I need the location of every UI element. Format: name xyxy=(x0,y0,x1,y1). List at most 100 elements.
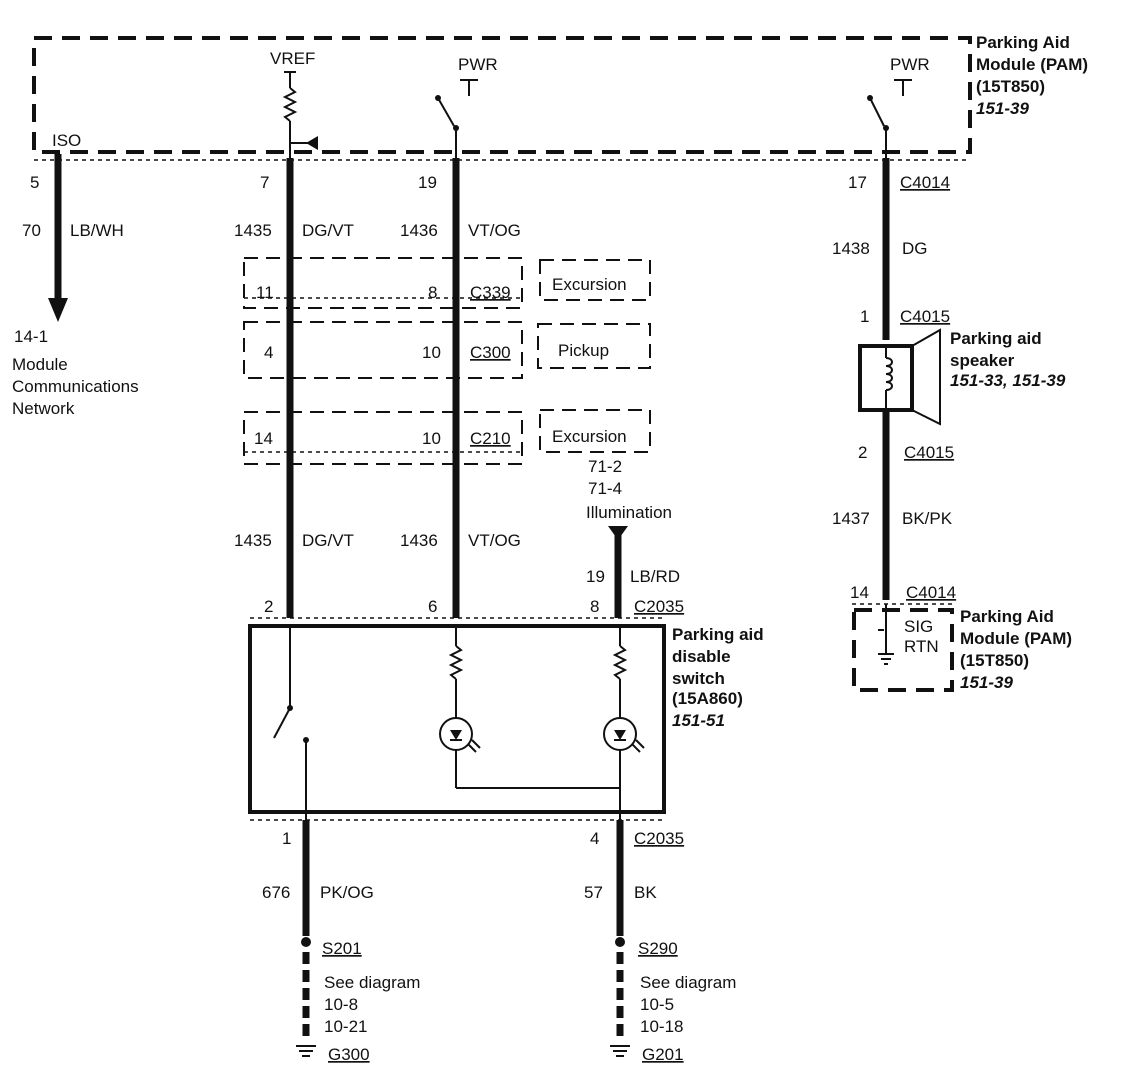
pam-module-bottom: 14 C4014 SIG RTN Parking Aid Module (PAM… xyxy=(850,583,1072,692)
speaker-pin-1: 1 xyxy=(860,307,869,326)
switch-pin-2: 2 xyxy=(264,597,273,616)
pam-bottom-connector: C4014 xyxy=(906,583,956,602)
iso-label: ISO xyxy=(52,131,81,150)
left-ref-2: 10-21 xyxy=(324,1017,367,1036)
c339-label: Excursion xyxy=(552,275,627,294)
switch-pin-8: 8 xyxy=(590,597,599,616)
speaker-ref: 151-33, 151-39 xyxy=(950,371,1066,390)
speaker-pin-2: 2 xyxy=(858,443,867,462)
sig-label-2: RTN xyxy=(904,637,939,656)
right-see: See diagram xyxy=(640,973,736,992)
wire-lbwh: 5 70 LB/WH xyxy=(22,154,124,322)
pwr-label-1: PWR xyxy=(458,55,498,74)
illum-circuit: 19 xyxy=(586,567,605,586)
pam-top-title-1: Parking Aid xyxy=(976,33,1070,52)
c339-right-pin: 8 xyxy=(428,283,437,302)
speaker-connector-bottom: C4015 xyxy=(904,443,954,462)
right-ref-2: 10-18 xyxy=(640,1017,683,1036)
pam-module-top: Parking Aid Module (PAM) (15T850) 151-39… xyxy=(32,33,1088,154)
inline-connector-c210: 14 10 C210 Excursion xyxy=(243,409,651,465)
circuit-1436-bottom: 1436 xyxy=(400,531,438,550)
ground-path-right: 57 BK S290 See diagram 10-5 10-18 G201 xyxy=(584,820,736,1064)
left-ground: G300 xyxy=(328,1045,370,1064)
pam-bottom-ref: 151-39 xyxy=(960,673,1013,692)
switch-title-1: Parking aid xyxy=(672,625,764,644)
ground-path-left: 676 PK/OG S201 See diagram 10-8 10-21 G3… xyxy=(262,820,420,1064)
switch-bottom-pin-4: 4 xyxy=(590,829,599,848)
speaker-title-1: Parking aid xyxy=(950,329,1042,348)
circuit-70: 70 xyxy=(22,221,41,240)
vref-resistor xyxy=(282,71,318,158)
pam-bottom-pin: 14 xyxy=(850,583,869,602)
illum-ref-2: 71-4 xyxy=(588,479,622,498)
left-splice: S201 xyxy=(322,939,362,958)
left-see: See diagram xyxy=(324,973,420,992)
illum-color: LB/RD xyxy=(630,567,680,586)
pam-top-part: (15T850) xyxy=(976,77,1045,96)
inline-connector-c339: 11 8 C339 Excursion xyxy=(243,257,651,309)
pin-5: 5 xyxy=(30,173,39,192)
wire-dgvt: 7 1435 DG/VT 1435 DG/VT xyxy=(234,158,354,618)
vref-label: VREF xyxy=(270,49,315,68)
pam-bottom-title-2: Module (PAM) xyxy=(960,629,1072,648)
c300-left-pin: 4 xyxy=(264,343,273,362)
pam-bottom-part: (15T850) xyxy=(960,651,1029,670)
pin-19: 19 xyxy=(418,173,437,192)
c210-left-pin: 14 xyxy=(254,429,273,448)
inline-connector-c300: 4 10 C300 Pickup xyxy=(243,321,651,379)
circuit-1435-bottom: 1435 xyxy=(234,531,272,550)
switch-pin-6: 6 xyxy=(428,597,437,616)
network-line-1: Module xyxy=(12,355,68,374)
pam-top-title-2: Module (PAM) xyxy=(976,55,1088,74)
sig-label-1: SIG xyxy=(904,617,933,636)
circuit-1436-top: 1436 xyxy=(400,221,438,240)
pwr-symbol-1 xyxy=(460,79,478,96)
pin-7: 7 xyxy=(260,173,269,192)
network-label: 14-1 Module Communications Network xyxy=(12,327,139,418)
illum-ref-1: 71-2 xyxy=(588,457,622,476)
color-vtog-bottom: VT/OG xyxy=(468,531,521,550)
c300-right-pin: 10 xyxy=(422,343,441,362)
pwr-symbol-2 xyxy=(894,79,912,96)
right-ref-1: 10-5 xyxy=(640,995,674,1014)
right-ground: G201 xyxy=(642,1045,684,1064)
c300-name: C300 xyxy=(470,343,511,362)
switch-bottom-pin-1: 1 xyxy=(282,829,291,848)
color-dgvt-bottom: DG/VT xyxy=(302,531,354,550)
color-dgvt-top: DG/VT xyxy=(302,221,354,240)
speaker-circuit: 17 C4014 1438 DG 1 C4015 Parking aid spe… xyxy=(832,158,1066,600)
pam-top-ref: 151-39 xyxy=(976,99,1029,118)
right-splice: S290 xyxy=(638,939,678,958)
c210-right-pin: 10 xyxy=(422,429,441,448)
right-color: BK xyxy=(634,883,657,902)
c339-name: C339 xyxy=(470,283,511,302)
switch-part: (15A860) xyxy=(672,689,743,708)
c210-label: Excursion xyxy=(552,427,627,446)
c210-name: C210 xyxy=(470,429,511,448)
circuit-1438: 1438 xyxy=(832,239,870,258)
switch-ref: 151-51 xyxy=(672,711,725,730)
speaker-connector-top: C4015 xyxy=(900,307,950,326)
pwr-switch-1 xyxy=(435,95,459,158)
illum-label: Illumination xyxy=(586,503,672,522)
connector-c4014-top: C4014 xyxy=(900,173,950,192)
pwr-label-2: PWR xyxy=(890,55,930,74)
left-circuit: 676 xyxy=(262,883,290,902)
circuit-1437: 1437 xyxy=(832,509,870,528)
left-color: PK/OG xyxy=(320,883,374,902)
color-dg: DG xyxy=(902,239,928,258)
c300-label: Pickup xyxy=(558,341,609,360)
network-ref: 14-1 xyxy=(14,327,48,346)
color-bkpk: BK/PK xyxy=(902,509,953,528)
network-line-2: Communications xyxy=(12,377,139,396)
pam-bottom-title-1: Parking Aid xyxy=(960,607,1054,626)
color-vtog-top: VT/OG xyxy=(468,221,521,240)
circuit-1435-top: 1435 xyxy=(234,221,272,240)
c339-left-pin: 11 xyxy=(256,283,274,302)
illumination-feed: 71-2 71-4 Illumination 19 LB/RD xyxy=(586,457,680,618)
color-lbwh: LB/WH xyxy=(70,221,124,240)
network-line-3: Network xyxy=(12,399,75,418)
switch-title-2: disable xyxy=(672,647,731,666)
left-ref-1: 10-8 xyxy=(324,995,358,1014)
